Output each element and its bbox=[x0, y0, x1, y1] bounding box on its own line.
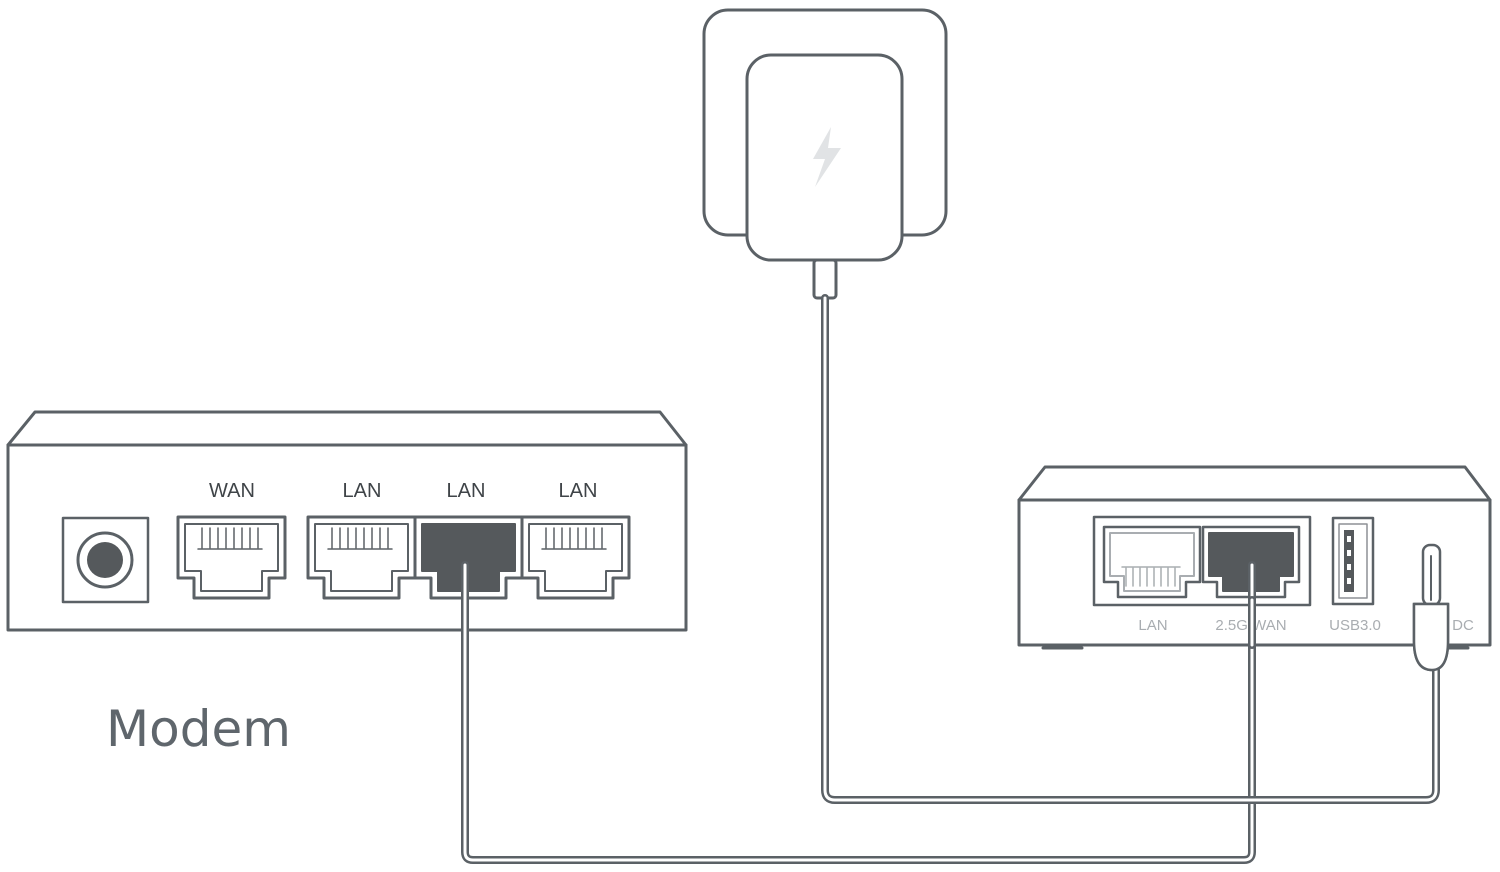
modem-title: Modem bbox=[106, 700, 291, 758]
router-lan-port bbox=[1102, 525, 1202, 599]
modem-port-labels: WAN LAN LAN LAN bbox=[209, 480, 597, 502]
modem-lan-port-1 bbox=[306, 515, 417, 600]
charger-cable-plug bbox=[812, 258, 838, 300]
modem-top-face bbox=[6, 410, 688, 447]
power-bolt-icon bbox=[813, 127, 841, 187]
dc-plug-overlay bbox=[1412, 602, 1450, 672]
usb-port-icon bbox=[1331, 516, 1375, 606]
router-top-face bbox=[1017, 465, 1492, 502]
modem-wan-port bbox=[176, 515, 287, 600]
modem-port-label-wan: WAN bbox=[209, 480, 255, 502]
power-adapter bbox=[702, 8, 948, 300]
modem-power-jack-inner bbox=[87, 542, 123, 578]
modem-port-label-lan-2: LAN bbox=[447, 480, 486, 502]
router-port-label-dc: DC bbox=[1452, 617, 1474, 634]
modem-device bbox=[6, 410, 688, 632]
cables bbox=[461, 294, 1440, 864]
modem-port-label-lan-1: LAN bbox=[343, 480, 382, 502]
modem-port-label-lan-3: LAN bbox=[559, 480, 598, 502]
modem-lan-port-3 bbox=[520, 515, 631, 600]
router-port-label-lan: LAN bbox=[1138, 617, 1167, 634]
router-port-label-usb: USB3.0 bbox=[1329, 617, 1381, 634]
